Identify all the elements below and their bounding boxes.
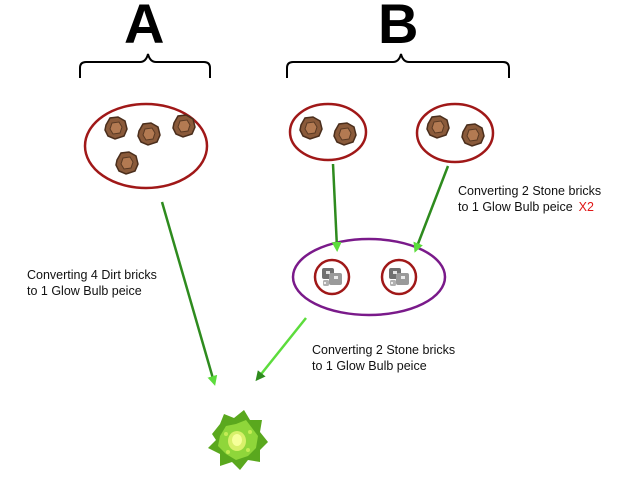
- caption-line: to 1 Glow Bulb peice: [27, 284, 142, 298]
- stone-group: [291, 237, 447, 317]
- dirt-brick-icon: [137, 122, 161, 146]
- dirt-brick-icon: [172, 114, 196, 138]
- group-a-label: A: [124, 0, 165, 55]
- caption-line: to 1 Glow Bulb peice X2: [458, 199, 601, 215]
- arrow-stone-to-bulb: [255, 317, 307, 382]
- arrow-b1-to-stone: [331, 163, 342, 252]
- caption-line: Converting 4 Dirt bricks: [27, 268, 157, 282]
- dirt-conversion-caption: Converting 4 Dirt bricks to 1 Glow Bulb …: [27, 267, 157, 299]
- multiplier-label: X2: [578, 200, 594, 214]
- group-a-brace: [79, 53, 211, 78]
- dirt-brick-icon: [104, 116, 128, 140]
- dirt-brick-icon: [333, 122, 357, 146]
- dirt-group-b1: [288, 102, 368, 162]
- dirt-brick-icon: [299, 116, 323, 140]
- glow-bulb-icon: [208, 410, 268, 470]
- caption-line: Converting 2 Stone bricks: [458, 184, 602, 198]
- group-b-brace: [286, 53, 510, 78]
- arrow-b2-to-stone: [413, 165, 450, 253]
- dirt-group-a: [83, 102, 209, 190]
- stone-top-conversion-caption: Converting 2 Stone bricks to 1 Glow Bulb…: [458, 183, 601, 215]
- dirt-brick-icon: [426, 115, 450, 139]
- group-b-label: B: [378, 0, 419, 55]
- caption-line: Converting 2 Stone bricks: [312, 343, 456, 357]
- dirt-brick-icon: [461, 123, 485, 147]
- caption-text: to 1 Glow Bulb peice: [458, 200, 573, 214]
- arrow-a-to-bulb: [160, 201, 218, 386]
- dirt-brick-icon: [115, 151, 139, 175]
- stone-bottom-conversion-caption: Converting 2 Stone bricks to 1 Glow Bulb…: [312, 342, 455, 374]
- dirt-group-b2: [415, 102, 495, 164]
- caption-line: to 1 Glow Bulb peice: [312, 359, 427, 373]
